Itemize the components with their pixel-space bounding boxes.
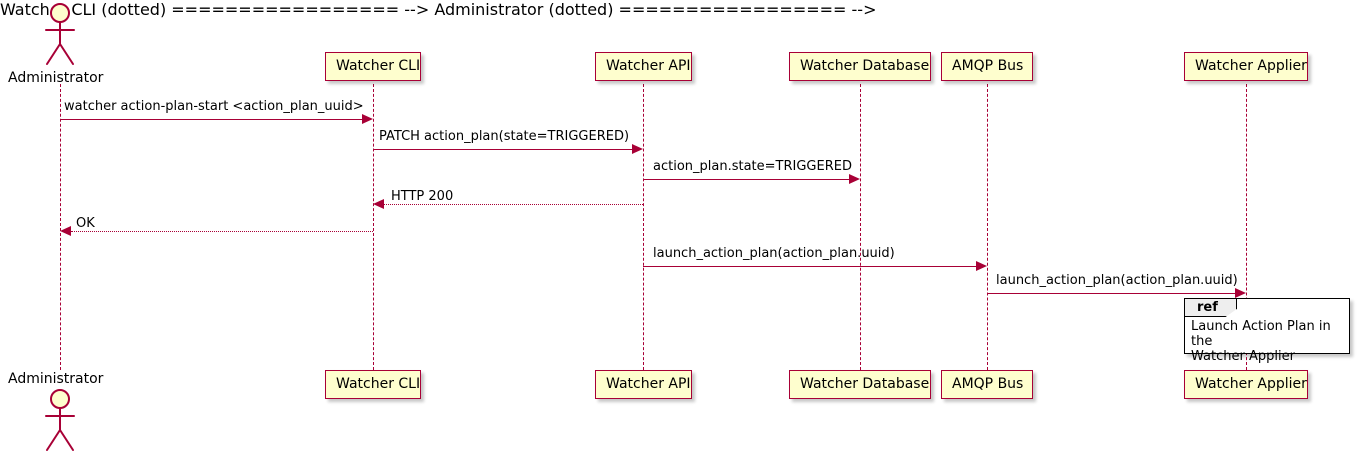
participant-label-watcher-applier-top: Watcher Applier [1195, 58, 1307, 74]
message-label-5: OK [76, 216, 95, 231]
message-line-4 [384, 204, 643, 205]
participant-label-watcher-api-top: Watcher API [606, 58, 691, 74]
message-line-3 [643, 179, 849, 180]
message-line-7 [987, 293, 1235, 294]
lifeline-watcher-applier [1246, 84, 1247, 370]
lifeline-watcher-api [643, 84, 644, 370]
participant-label-watcher-database-top: Watcher Database [800, 58, 930, 74]
lifeline-amqp-bus [987, 84, 988, 370]
message-label-2: PATCH action_plan(state=TRIGGERED) [379, 129, 630, 144]
actor-figure-administrator-bottom [36, 388, 86, 456]
message-label-4: HTTP 200 [391, 189, 454, 204]
participant-box-amqp-bus-bottom[interactable]: AMQP Bus [941, 370, 1033, 399]
participant-box-watcher-applier-top[interactable]: Watcher Applier [1184, 52, 1308, 81]
participant-box-watcher-cli-top[interactable]: Watcher CLI [325, 52, 421, 81]
participant-label-watcher-applier-bottom: Watcher Applier [1195, 376, 1307, 392]
participant-box-watcher-database-bottom[interactable]: Watcher Database [789, 370, 931, 399]
message-arrowhead-6 [976, 261, 987, 271]
message-line-6 [643, 266, 976, 267]
message-label-1: watcher action-plan-start <action_plan_u… [64, 99, 364, 114]
message-line-5 [71, 231, 373, 232]
lifeline-watcher-cli [373, 84, 374, 370]
participant-label-watcher-cli-bottom: Watcher CLI [336, 376, 421, 392]
message-arrowhead-1 [362, 114, 373, 124]
message-label-7: launch_action_plan(action_plan.uuid) [996, 273, 1238, 288]
participant-label-watcher-cli-top: Watcher CLI [336, 58, 421, 74]
ref-fragment-text: Launch Action Plan in the Watcher Applie… [1191, 319, 1331, 364]
ref-fragment-box[interactable]: ref Launch Action Plan in the Watcher Ap… [1184, 298, 1350, 364]
participant-box-watcher-api-top[interactable]: Watcher API [595, 52, 692, 81]
participant-box-watcher-database-top[interactable]: Watcher Database [789, 52, 931, 81]
actor-label-administrator-top: Administrator [8, 70, 104, 86]
participant-box-amqp-bus-top[interactable]: AMQP Bus [941, 52, 1033, 81]
lifeline-watcher-database [860, 84, 861, 370]
message-arrowhead-5 [60, 226, 71, 236]
message-line-2 [373, 149, 632, 150]
participant-label-watcher-api-bottom: Watcher API [606, 376, 691, 392]
message-line-1 [60, 119, 365, 120]
participant-label-amqp-bus-bottom: AMQP Bus [952, 376, 1024, 392]
actor-label-administrator-bottom: Administrator [8, 371, 104, 387]
message-label-3: action_plan.state=TRIGGERED [653, 159, 852, 174]
participant-box-watcher-api-bottom[interactable]: Watcher API [595, 370, 692, 399]
message-arrowhead-7 [1235, 288, 1246, 298]
actor-figure-administrator-top [36, 2, 86, 72]
message-arrowhead-3 [849, 174, 860, 184]
message-arrowhead-4 [373, 199, 384, 209]
participant-box-watcher-applier-bottom[interactable]: Watcher Applier [1184, 370, 1308, 399]
message-label-6: launch_action_plan(action_plan.uuid) [653, 246, 895, 261]
ref-fragment-tab: ref [1185, 299, 1237, 317]
participant-label-amqp-bus-top: AMQP Bus [952, 58, 1024, 74]
participant-box-watcher-cli-bottom[interactable]: Watcher CLI [325, 370, 421, 399]
message-arrowhead-2 [632, 144, 643, 154]
participant-label-watcher-database-bottom: Watcher Database [800, 376, 930, 392]
